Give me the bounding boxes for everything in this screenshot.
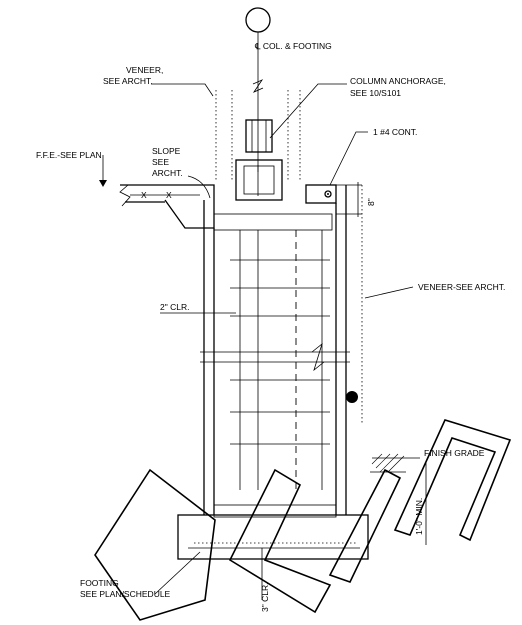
veneer-right-leader [364,286,414,299]
pedestal-top [235,159,283,201]
pier-break-symbol [311,342,325,372]
clr-3-label: 3" CLR. [260,583,270,612]
veneer-label-line1: VENEER, [126,65,163,75]
slope-label-line2: SEE [152,157,169,167]
centerline-label: ℄ COL. & FOOTING [254,41,332,51]
veneer-leader [151,83,214,97]
dim-1ft-label: 1'-0" MIN. [414,498,424,535]
slope-label-line1: SLOPE [152,146,181,156]
veneer-right-label: VENEER-SEE ARCHT. [418,282,505,292]
ffe-label: F.F.E.-SEE PLAN [36,150,102,160]
continuous-bar [324,190,332,198]
ffe-arrow [99,180,107,187]
footing-label-line1: FOOTING [80,578,119,588]
pier-cap [213,213,333,231]
anchorage-leader [269,83,347,139]
slab-break [119,184,131,207]
ledge-right [305,184,337,204]
clr-2-label: 2" CLR. [160,302,189,312]
anchorage-label-line1: COLUMN ANCHORAGE, [350,76,446,86]
grade-hatch [370,453,406,473]
dim-8-label: 8" [366,198,376,206]
bar-callout-leader [329,131,368,186]
embed-bar-dot [346,391,358,403]
slope-leader [187,175,211,199]
anchor-bolt-assembly [245,119,273,153]
finish-grade-label: FINISH GRADE [424,448,485,458]
footing-label-line2: SEE PLAN/SCHEDULE [80,589,171,599]
watermark [94,419,512,621]
grid-bubble [245,7,271,33]
anchorage-label-line2: SEE 10/S101 [350,88,401,98]
veneer-label-line2: SEE ARCHT. [103,76,153,86]
bar-callout-label: 1 #4 CONT. [373,127,417,137]
break-symbol-top [252,79,264,93]
footing-leader [154,551,201,595]
footing-key [213,504,337,518]
slope-label-line3: ARCHT. [152,168,183,178]
footing-outline [177,514,369,560]
